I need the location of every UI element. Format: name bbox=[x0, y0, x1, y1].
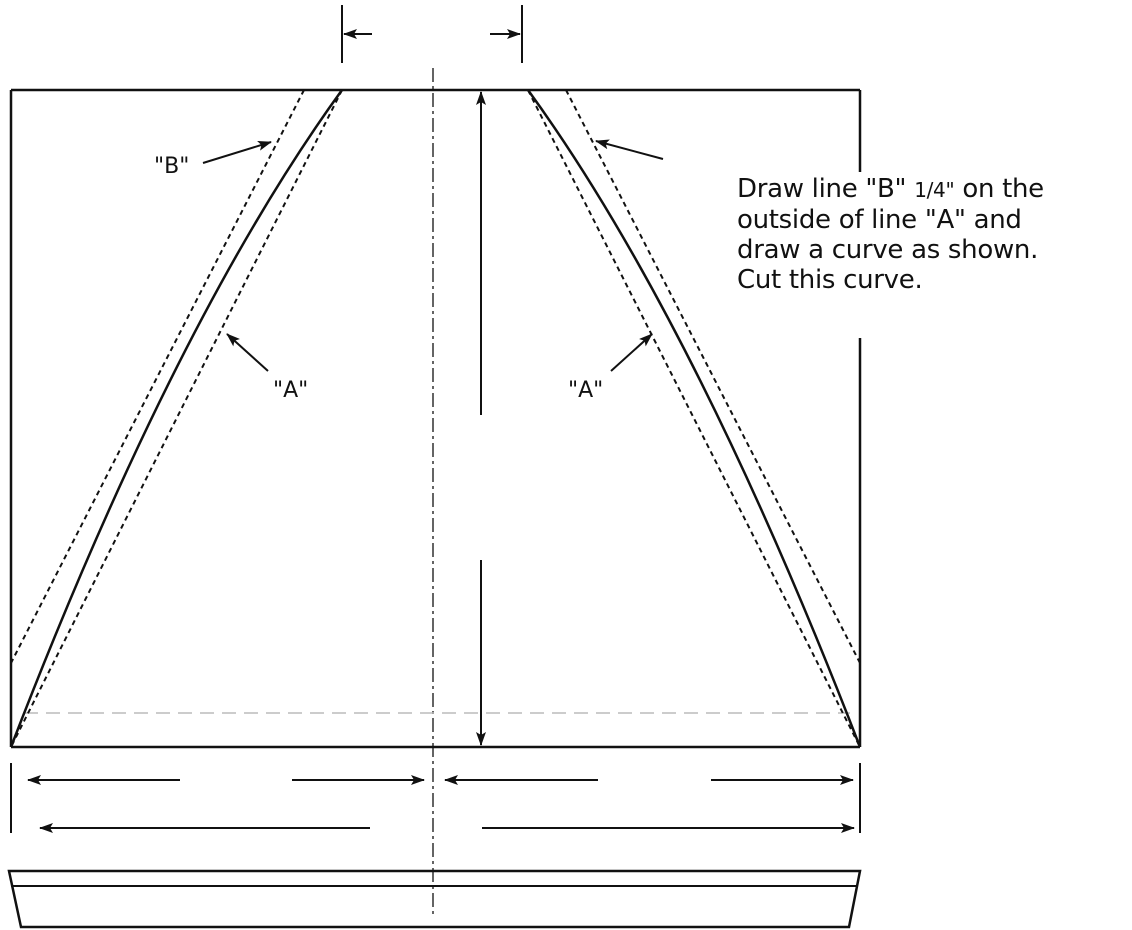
line-a-right bbox=[527, 89, 861, 748]
instruction-line-1-start: Draw line "B" bbox=[737, 174, 915, 204]
instruction-fraction: 1/4" bbox=[914, 178, 955, 202]
callout-arrow-b-right bbox=[595, 139, 664, 160]
callout-arrow-b-left bbox=[202, 141, 272, 164]
callout-arrow-a-left bbox=[226, 333, 269, 372]
label-a-left: "A" bbox=[273, 378, 308, 403]
instruction-text: Draw line "B" 1/4" on the outside of lin… bbox=[737, 174, 1129, 295]
instruction-line-4: Cut this curve. bbox=[737, 265, 923, 295]
instruction-line-3: draw a curve as shown. bbox=[737, 235, 1039, 265]
label-a-right: "A" bbox=[568, 378, 603, 403]
instruction-line-1-end: on the bbox=[954, 174, 1044, 204]
cut-curve-left bbox=[9, 89, 344, 748]
hem-band bbox=[7, 869, 862, 929]
instruction-line-1: Draw line "B" 1/4" on the bbox=[737, 174, 1129, 205]
label-b-left: "B" bbox=[154, 154, 189, 179]
cut-curve-right bbox=[526, 89, 862, 748]
line-a-left bbox=[10, 89, 343, 748]
callout-arrow-a-right bbox=[610, 333, 653, 372]
instruction-line-2: outside of line "A" and bbox=[737, 205, 1022, 235]
